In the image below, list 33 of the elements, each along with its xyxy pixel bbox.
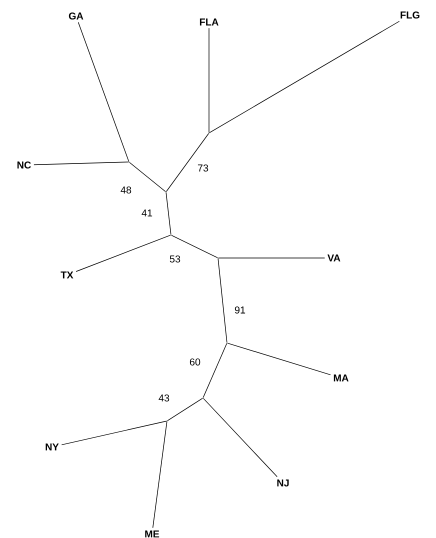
branch-line [61, 420, 167, 446]
leaf-label: VA [327, 254, 340, 262]
branch-line [166, 192, 172, 235]
bootstrap-value: 43 [157, 393, 171, 403]
branch-line [209, 20, 400, 134]
branch-line [227, 342, 331, 376]
leaf-label: FLG [400, 11, 420, 19]
branch-line [167, 398, 203, 422]
leaf-label: GA [68, 12, 84, 20]
leaf-label: FLA [200, 18, 218, 26]
branch-line [129, 162, 166, 192]
branch-line [208, 28, 210, 133]
branch-line [166, 133, 209, 192]
branch-line [218, 258, 228, 343]
branch-line [78, 22, 130, 162]
bootstrap-value: 53 [168, 254, 182, 264]
branch-line [202, 343, 228, 398]
branch-line [203, 398, 278, 478]
leaf-label: ME [145, 530, 160, 538]
bootstrap-value: 41 [140, 208, 154, 218]
bootstrap-value: 73 [196, 163, 210, 173]
bootstrap-value: 60 [188, 357, 202, 367]
leaf-label: NY [46, 444, 59, 450]
bootstrap-value: 48 [119, 185, 133, 195]
leaf-label: MA [334, 374, 348, 382]
leaf-label: NJ [277, 480, 289, 486]
leaf-label: TX [60, 272, 74, 278]
bootstrap-value: 91 [233, 305, 247, 315]
branch-line [171, 234, 218, 258]
leaf-label: NC [17, 161, 31, 169]
branch-line [76, 234, 171, 272]
branch-line [34, 162, 129, 166]
branch-line [152, 421, 168, 528]
